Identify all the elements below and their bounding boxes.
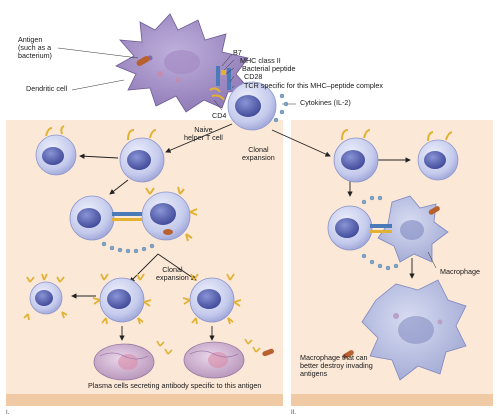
- bacterium-antigen: [136, 56, 150, 66]
- panel-b-cell-response-footer: [6, 394, 283, 406]
- activated-macrophage: [361, 279, 467, 381]
- bacterium-panel-two: [342, 350, 354, 359]
- top-leader-lines: [57, 47, 296, 111]
- arrows-panel-one: [71, 123, 233, 341]
- label-macrophage-destroy: Macrophage that can better destroy invad…: [300, 353, 373, 379]
- plasma-cell-left: [93, 343, 155, 381]
- label-plasma-cells: Plasma cells secreting antibody specific…: [88, 381, 262, 390]
- label-panel-one: I.: [6, 410, 10, 416]
- arrows-panel-two: [271, 129, 415, 279]
- label-mhc-class-ii: MHC class II: [240, 56, 281, 65]
- label-clonal-expansion-top: Clonal expansion: [242, 145, 275, 163]
- immune-synapse: [209, 66, 231, 101]
- label-naive-helper-t-cell: Naive helper T cell: [184, 125, 223, 143]
- plasma-cell-right: [183, 341, 245, 379]
- cytokines-panel-two: [361, 195, 399, 271]
- secreted-antibodies: [156, 338, 261, 355]
- t-cell-b-cell-pair: [69, 186, 198, 242]
- cytokines-top: [273, 93, 289, 123]
- naive-helper-t-cell: [227, 81, 277, 131]
- label-dendritic-cell: Dendritic cell: [26, 84, 68, 93]
- helper-t-cell-panel-two-right: [417, 131, 459, 181]
- helper-t-cell-panel-two: [333, 129, 379, 183]
- label-cd28: CD28: [244, 72, 263, 81]
- dendritic-cell: [115, 13, 251, 113]
- macrophage-leader: [427, 251, 437, 269]
- activated-t-cell-center: [119, 129, 165, 183]
- label-cd4: CD4: [212, 111, 227, 120]
- panel-macrophage-response-footer: [291, 394, 493, 406]
- label-panel-two: II.: [291, 410, 297, 416]
- t-cell-macrophage-pair: [327, 195, 449, 263]
- label-b7: B7: [233, 48, 242, 57]
- cytokines-panel-one: [101, 241, 155, 254]
- bacterium-panel-one: [262, 348, 274, 357]
- b-cell-small-left: [23, 273, 68, 321]
- label-antigen: Antigen (such as a bacterium): [18, 35, 52, 61]
- label-tcr: TCR specific for this MHC–peptide comple…: [244, 81, 384, 90]
- b-cell-right: [182, 273, 242, 325]
- label-clonal-expansion-bottom: Clonal expansion: [156, 265, 189, 283]
- helper-t-cell-left: [35, 125, 77, 176]
- b-cell-center: [92, 273, 152, 325]
- label-bacterial-peptide: Bacterial peptide: [242, 64, 296, 73]
- label-cytokines: Cytokines (IL-2): [300, 98, 351, 107]
- label-macrophage: Macrophage: [440, 267, 480, 276]
